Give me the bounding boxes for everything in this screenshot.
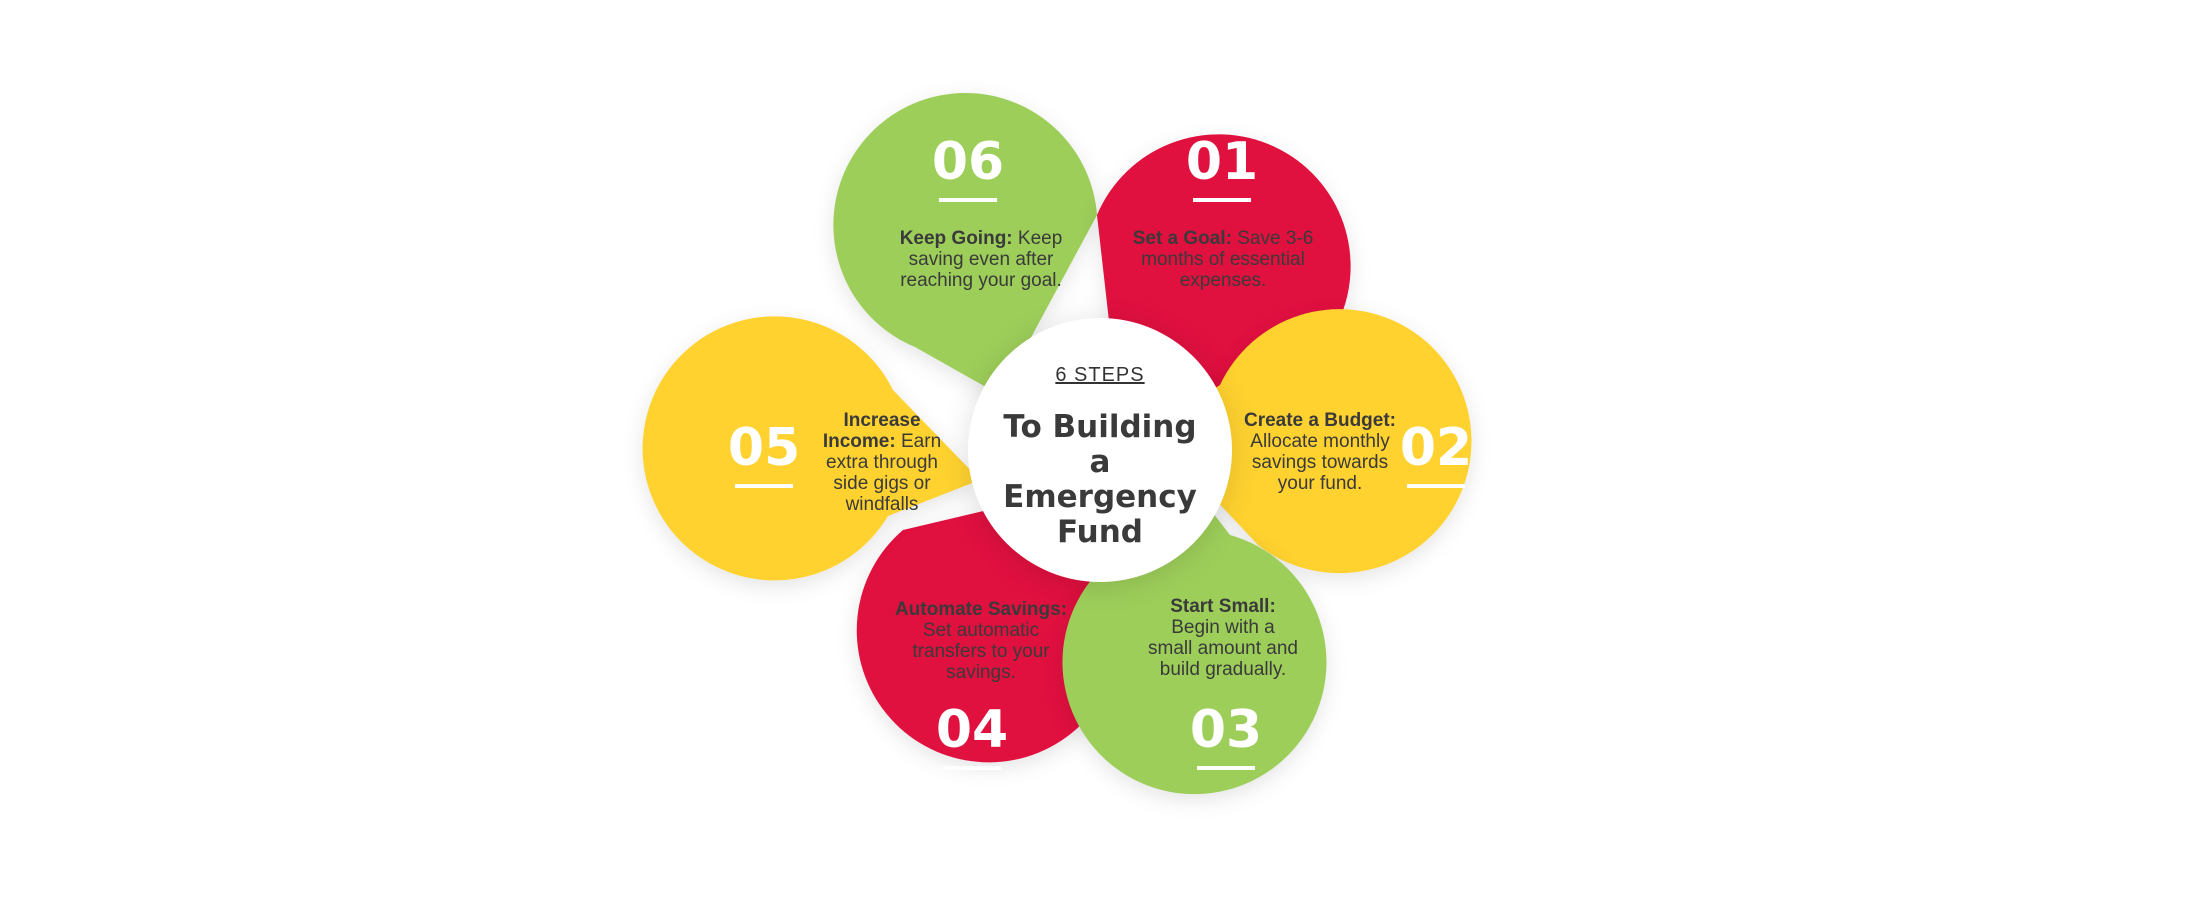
step-desc: Allocate monthly xyxy=(1250,431,1390,452)
step-text-02: Create a Budget: Allocate monthly saving… xyxy=(1232,410,1408,494)
step-desc: savings towards xyxy=(1251,452,1389,473)
step-desc: saving even after xyxy=(908,249,1054,270)
step-text-06: Keep Going: Keep saving even after reach… xyxy=(868,228,1094,291)
step-desc: extra through xyxy=(826,452,938,473)
step-title: Increase xyxy=(843,410,921,431)
center-kicker: 6 STEPS xyxy=(1055,364,1145,386)
step-text-05: Increase Income: Earn extra through side… xyxy=(808,410,956,515)
step-desc: your fund. xyxy=(1277,473,1363,494)
step-desc: Keep xyxy=(1017,228,1063,249)
center-title-line: Fund xyxy=(1057,514,1143,550)
step-title: Create a Budget: xyxy=(1243,410,1397,431)
petal-02 xyxy=(1150,309,1472,574)
step-desc: savings. xyxy=(946,662,1016,683)
step-text-04: Automate Savings: Set automatic transfer… xyxy=(868,599,1094,683)
petal-06 xyxy=(833,92,1097,395)
step-title: Automate Savings: xyxy=(894,599,1068,620)
step-desc: build gradually. xyxy=(1159,659,1287,680)
step-text-01: Set a Goal: Save 3-6 months of essential… xyxy=(1106,228,1340,291)
step-desc: windfalls xyxy=(845,494,919,515)
step-title: Keep Going: xyxy=(899,228,1013,249)
step-number-03: 03 xyxy=(1166,700,1286,770)
step-desc: months of essential xyxy=(1141,249,1305,270)
center-title: To Building a Emergency Fund xyxy=(990,410,1210,550)
step-desc: expenses. xyxy=(1179,270,1267,291)
step-desc: small amount and xyxy=(1148,638,1298,659)
center-title-line: a Emergency xyxy=(1003,444,1197,515)
step-title: Start Small: xyxy=(1170,596,1276,617)
step-desc: reaching your goal. xyxy=(900,270,1062,291)
step-desc: Begin with a xyxy=(1171,617,1275,638)
step-title: Income: xyxy=(822,431,896,452)
center-title-line: To Building xyxy=(1003,409,1197,445)
step-text-03: Start Small: Begin with a small amount a… xyxy=(1118,596,1328,680)
step-number-05: 05 xyxy=(704,418,824,488)
step-title: Set a Goal: xyxy=(1132,228,1232,249)
step-desc: side gigs or xyxy=(833,473,931,494)
step-number-06: 06 xyxy=(908,132,1028,202)
step-number-02: 02 xyxy=(1376,418,1496,488)
step-number-01: 01 xyxy=(1162,132,1282,202)
step-desc: Set automatic xyxy=(922,620,1040,641)
step-desc: transfers to your xyxy=(912,641,1050,662)
center-circle xyxy=(968,318,1232,582)
step-number-04: 04 xyxy=(912,700,1032,770)
step-desc: Earn xyxy=(901,431,942,452)
step-desc: Save 3-6 xyxy=(1237,228,1314,249)
